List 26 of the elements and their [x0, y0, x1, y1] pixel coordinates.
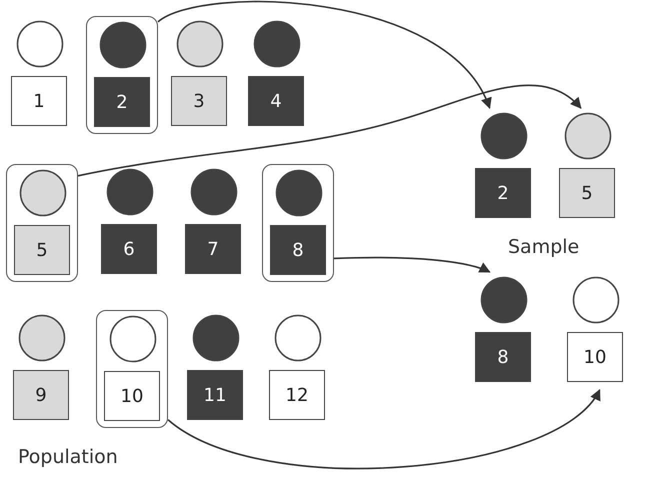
selection-outline: [86, 16, 158, 134]
number-tile: 2: [475, 168, 531, 218]
selection-outline: [262, 164, 334, 282]
number-tile: 10: [567, 332, 623, 382]
arrow: [168, 389, 600, 470]
number-tile: 12: [269, 370, 325, 420]
number-tile: 6: [101, 224, 157, 274]
number-tile: 9: [13, 370, 69, 420]
number-tile: 3: [171, 76, 227, 126]
number-tile: 1: [11, 76, 67, 126]
number-tile: 7: [185, 224, 241, 274]
group-label: Sample: [508, 236, 580, 258]
number-tile: 8: [475, 332, 531, 382]
selection-outline: [6, 164, 78, 282]
group-label: Population: [18, 446, 118, 468]
number-tile: 5: [14, 225, 70, 275]
number-tile: 4: [248, 76, 304, 126]
selection-outline: [96, 310, 168, 428]
number-tile: 10: [104, 371, 160, 421]
number-tile: 8: [270, 225, 326, 275]
arrow: [78, 84, 582, 177]
arrow: [334, 256, 491, 274]
number-tile: 11: [187, 370, 243, 420]
arrow: [158, 0, 490, 109]
number-tile: 5: [559, 168, 615, 218]
number-tile: 2: [94, 77, 150, 127]
